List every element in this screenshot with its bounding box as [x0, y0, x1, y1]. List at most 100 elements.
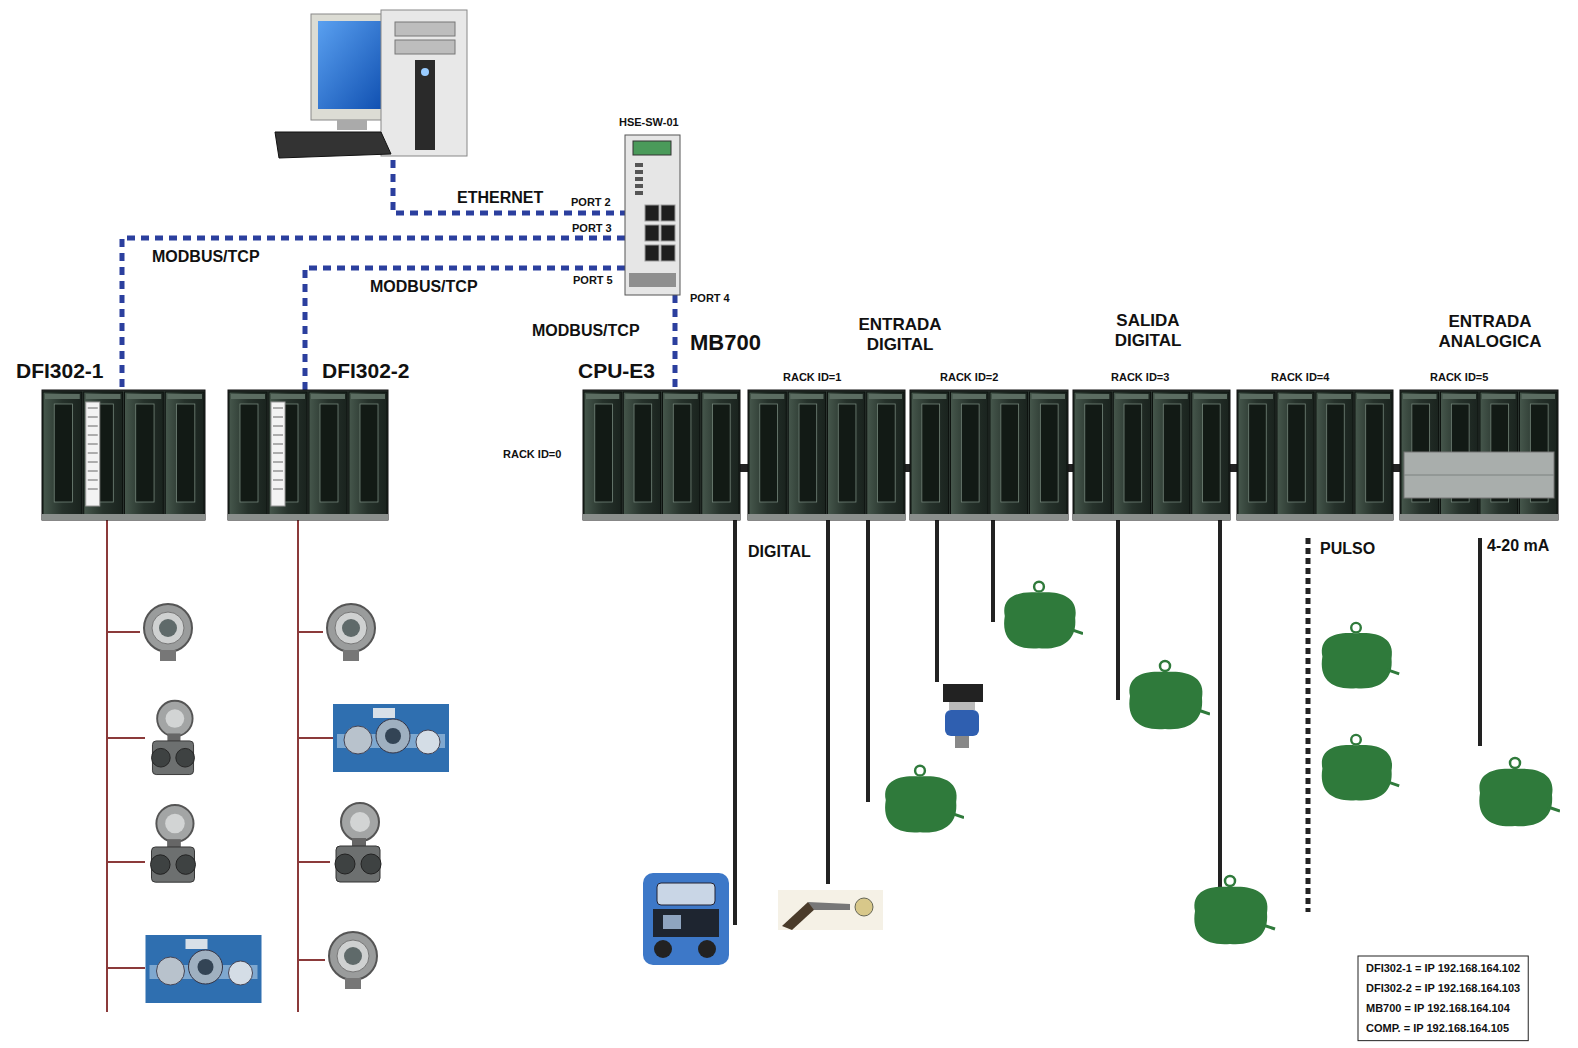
module-slot — [922, 404, 940, 502]
rack-module — [702, 392, 739, 518]
node-graphic — [748, 390, 905, 520]
link-label: MODBUS/TCP — [150, 248, 262, 266]
rack-module — [309, 392, 347, 518]
robot-icon — [643, 873, 729, 965]
module-slot — [838, 404, 856, 502]
module-top — [1357, 394, 1390, 399]
switch-led — [635, 184, 643, 188]
node-title: DFI302-1 — [16, 359, 104, 383]
module-top — [311, 394, 345, 399]
plc-rack: RACK ID=4 — [1237, 390, 1393, 520]
module-top — [271, 394, 305, 399]
rack-base — [583, 514, 740, 520]
power-button — [421, 68, 429, 76]
strip-line — [273, 480, 283, 481]
tower — [381, 10, 467, 156]
module-top — [1240, 394, 1273, 399]
plc-rack: RACK ID=1 — [748, 390, 905, 520]
drive-bay — [395, 22, 455, 36]
switch-led — [635, 191, 643, 195]
rack-module — [911, 392, 949, 518]
transmitter-icon — [144, 604, 192, 661]
group-heading: ENTRADA DIGITAL — [843, 315, 957, 354]
group-heading: ENTRADA ANALOGICA — [1424, 312, 1556, 351]
module-slot — [54, 404, 72, 502]
fieldbus-stub — [298, 737, 333, 739]
module-top — [1194, 394, 1227, 399]
switch-port — [645, 205, 659, 221]
rack-module — [1030, 392, 1068, 518]
port-label: PORT 2 — [571, 196, 611, 209]
node-title: RACK ID=1 — [783, 371, 841, 384]
switch-terminal — [629, 273, 676, 287]
module-body — [623, 392, 660, 518]
module-body — [125, 392, 164, 518]
module-label-strip — [86, 402, 100, 506]
node-graphic — [1400, 390, 1558, 520]
rack-module — [749, 392, 786, 518]
plc-rack: RACK ID=2 — [910, 390, 1068, 520]
module-top — [1443, 394, 1477, 399]
module-top — [751, 394, 784, 399]
rack-module — [951, 392, 989, 518]
module-body — [1355, 392, 1392, 518]
strip-line — [88, 453, 98, 454]
signal-label: 4-20 mA — [1487, 537, 1549, 555]
ip-table-cell: MB700 = IP 192.168.164.104 — [1366, 1002, 1510, 1015]
fieldbus-stub — [298, 631, 323, 633]
module-body — [1153, 392, 1190, 518]
module-top — [127, 394, 162, 399]
switch-led — [635, 170, 643, 174]
node-graphic — [583, 390, 740, 520]
rack-module — [229, 392, 267, 518]
module-top — [1076, 394, 1109, 399]
module-slot — [1327, 404, 1345, 502]
rack-module — [828, 392, 865, 518]
module-top — [869, 394, 902, 399]
rack-bus — [1393, 464, 1400, 472]
module-body — [911, 392, 949, 518]
group-heading: SALIDA DIGITAL — [1091, 311, 1205, 350]
strip-line — [88, 471, 98, 472]
flowmeter-icon — [333, 704, 449, 772]
drive-bay — [395, 40, 455, 54]
switch-port — [661, 225, 675, 241]
transmitter-icon — [151, 805, 196, 882]
fieldbus-stub — [298, 959, 325, 961]
module-body — [84, 392, 123, 518]
module-slot — [760, 404, 778, 502]
tank-icon — [1479, 758, 1560, 826]
port-label: PORT 3 — [572, 222, 612, 235]
transmitter-icon — [152, 701, 195, 775]
module-body — [1316, 392, 1353, 518]
switch-node: HSE-SW-01 — [625, 135, 680, 295]
node-graphic — [1073, 390, 1230, 520]
node-graphic — [910, 390, 1068, 520]
transmitter-icon — [335, 803, 381, 882]
rack-module — [1316, 392, 1353, 518]
node-graphic — [42, 390, 205, 520]
ip-table-frame — [1358, 956, 1528, 1041]
module-slot — [320, 404, 338, 502]
port-label: PORT 5 — [573, 274, 613, 287]
rack-base — [910, 514, 1068, 520]
network-link — [673, 295, 678, 390]
io-wire — [1478, 538, 1482, 746]
rack-frame — [583, 390, 740, 520]
plc-rack: CPU-E3RACK ID=0 — [583, 390, 740, 520]
module-body — [349, 392, 387, 518]
module-slot — [240, 404, 258, 502]
rack-module — [125, 392, 164, 518]
strip-line — [273, 444, 283, 445]
switch-port — [661, 245, 675, 261]
computer-node — [275, 8, 470, 160]
fieldbus-stub — [298, 861, 330, 863]
module-body — [1238, 392, 1275, 518]
strip-line — [88, 435, 98, 436]
module-body — [165, 392, 204, 518]
module-body — [867, 392, 904, 518]
rack-module — [165, 392, 204, 518]
switch-port — [645, 245, 659, 261]
